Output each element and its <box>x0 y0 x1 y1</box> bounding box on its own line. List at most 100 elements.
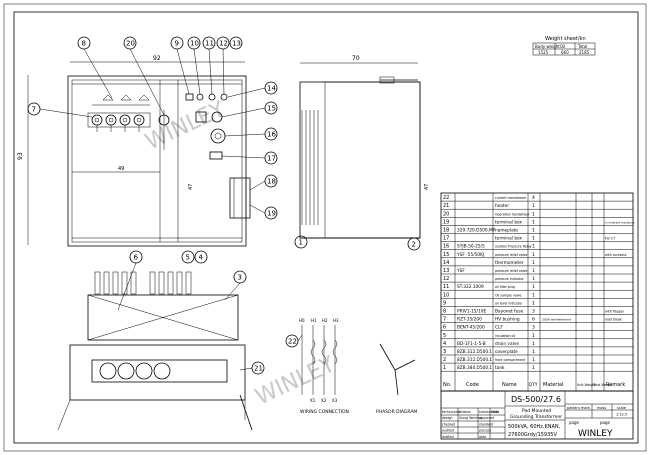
bom-cell: 1 <box>532 341 535 347</box>
drawing-title-2: Grounding Transformer <box>510 414 562 420</box>
balloon-15: 15 <box>264 101 278 115</box>
spec-line-1: 500kVA, 60Hz,KNAN, <box>508 424 561 430</box>
terminal-h1: H1 <box>311 318 317 323</box>
svg-text:13: 13 <box>232 40 241 48</box>
bom-cell: with flapper <box>605 310 625 314</box>
balloon-18: 18 <box>264 174 278 188</box>
bom-cell: 1 <box>532 365 535 371</box>
balloon-19: 19 <box>264 206 278 220</box>
bom-cell: CLF <box>495 325 503 331</box>
inner-frame <box>13 11 639 444</box>
dim-side-height: 47 <box>424 184 430 190</box>
bom-cell: PRIV1-15/10E <box>457 309 486 315</box>
bom-cell: terminal box <box>495 219 523 225</box>
terminal-h2: H2 <box>322 318 328 323</box>
balloon-14: 14 <box>264 81 278 95</box>
balloon-17: 17 <box>264 151 278 165</box>
bom-header-unit-weight: Unit Weight <box>577 383 596 387</box>
company-name: WINLEY <box>578 429 613 439</box>
bom-cell: RZT-35/200 <box>457 317 482 323</box>
sign-cell: mideze <box>459 410 471 414</box>
balloon-22: 22 <box>285 334 299 348</box>
svg-text:2: 2 <box>412 241 416 249</box>
bom-cell: 18 <box>443 228 449 234</box>
bom-cell: 3 <box>532 309 535 315</box>
title-block: DS-500/27.6 Pad Mounted Grounding Transf… <box>440 390 634 440</box>
drawing-number: DS-500/27.6 <box>511 395 561 404</box>
bom-cell: 2 <box>443 357 446 363</box>
bom-cell: with contacts <box>605 253 627 257</box>
balloon-5: 5 <box>181 250 195 264</box>
spec-line-2: 27600Grdy/15935V <box>508 432 557 438</box>
bom-cell: 8ZB.312.D500.1 <box>457 349 492 355</box>
hv-bushings <box>87 112 151 132</box>
bom-cell: 4 <box>532 195 535 201</box>
balloon-9: 9 <box>170 36 184 50</box>
sign-cell: standard <box>479 422 493 426</box>
dim-inner-width: 49 <box>118 166 124 172</box>
bom-cell: pressure relief valve <box>495 253 527 257</box>
svg-text:4: 4 <box>199 254 204 262</box>
bom-cell: 8ZB.384.D500.1 <box>457 365 492 371</box>
stage-scale: scale <box>617 406 626 410</box>
bom-cell: 21 <box>443 203 449 209</box>
terminal-x2: X2 <box>321 398 327 403</box>
sign-cell: idate <box>491 410 499 414</box>
bom-cell: 3 <box>532 325 535 331</box>
bom-cell: 9 <box>443 300 446 306</box>
bom-cell: coverplate <box>495 349 518 355</box>
bom-cell: 16 <box>443 244 449 250</box>
bom-cell: oil filler plug <box>495 285 515 289</box>
terminal-h3: H3 <box>333 318 339 323</box>
svg-text:3: 3 <box>238 274 242 282</box>
sign-cell: audited <box>442 429 454 433</box>
top-view <box>57 271 253 431</box>
bom-cell: 1 <box>532 349 535 355</box>
bom-cell: 13 <box>443 268 449 274</box>
balloon-20: 20 <box>123 36 137 50</box>
bom-cell: heater <box>495 203 509 209</box>
bom-cell: 5 <box>443 333 446 339</box>
leader-lines <box>39 48 303 371</box>
balloon-16: 16 <box>264 127 278 141</box>
bom-header-no: No. <box>443 382 452 388</box>
front-cabinet-outline <box>67 75 247 247</box>
balloon-3: 3 <box>233 270 247 284</box>
bom-cell: BD-1F1-1-5-B <box>457 341 486 347</box>
svg-text:7: 7 <box>32 106 36 114</box>
bom-cell: 6 <box>443 325 446 331</box>
bom-cell: 14 <box>443 260 449 266</box>
weight-sheet: Weight sheet/kn Body weight Oil Total 15… <box>532 36 596 56</box>
stage-mass: mass <box>597 406 606 410</box>
bom-cell: HV bushing <box>495 317 520 323</box>
sign-cell: date <box>479 435 486 439</box>
bom-cell: load break <box>605 318 622 322</box>
bom-header-total-weight: Total Weight <box>592 383 613 387</box>
weight-value-body: 1525 <box>538 50 549 55</box>
svg-text:5: 5 <box>186 254 190 262</box>
bom-cell: SYJB-50-25/5 <box>457 244 485 250</box>
scale-value: 1:12.5 <box>616 413 627 417</box>
bom-header-code: Code <box>466 382 479 388</box>
side-view: 70 47 <box>299 55 430 239</box>
bom-cell: 1 <box>532 219 535 225</box>
bom-cell: BENT-45/200 <box>457 325 485 331</box>
bom-cell: 1 <box>532 244 535 250</box>
weight-value-oil: 660 <box>561 50 569 55</box>
balloon-4: 4 <box>194 250 208 264</box>
bom-cell: thermometer <box>495 260 524 266</box>
bom-cell: 1 <box>532 292 535 298</box>
svg-text:6: 6 <box>134 254 139 262</box>
bom-cell: 15 <box>443 252 449 258</box>
sign-cell: design <box>442 416 453 420</box>
svg-text:21: 21 <box>254 365 263 373</box>
sign-cell: Xiong Wenhua <box>459 416 482 420</box>
bom-cell: 1 <box>532 228 535 234</box>
dim-front-height: 93 <box>17 152 24 160</box>
bom-cell: front compartment <box>495 358 526 362</box>
bom-cell: pressure relief valve <box>495 269 527 273</box>
sign-cell: kriankutidda <box>479 410 499 414</box>
svg-text:8: 8 <box>82 40 86 48</box>
